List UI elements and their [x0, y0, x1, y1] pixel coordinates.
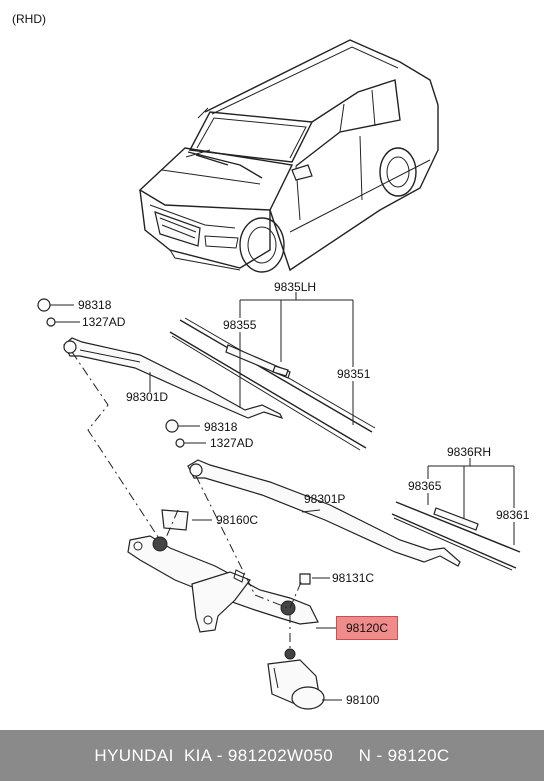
callout-1327ad-upper: 1327AD [82, 315, 126, 329]
callout-98120c-highlighted: 98120C [336, 616, 398, 640]
callout-98351: 98351 [337, 367, 371, 381]
footer-part-number-text: HYUNDAI KIA - 981202W050 N - 98120C [94, 745, 450, 765]
callout-98361: 98361 [496, 508, 530, 522]
wiper-motor-98100 [267, 648, 325, 710]
wiper-arm-98301D [37, 298, 284, 420]
parts-diagram [37, 39, 521, 710]
vehicle-illustration [138, 39, 439, 273]
callout-98301d: 98301D [126, 390, 169, 404]
callout-98301p: 98301P [304, 492, 346, 506]
callout-9835lh: 9835LH [274, 280, 317, 294]
callout-98131c: 98131C [332, 571, 375, 585]
callout-98355: 98355 [223, 318, 257, 332]
variant-label: (RHD) [12, 12, 46, 26]
callout-98365: 98365 [408, 479, 442, 493]
part-number-footer: HYUNDAI KIA - 981202W050 N - 98120C [0, 730, 544, 781]
callout-98100: 98100 [346, 693, 380, 707]
callout-98160c: 98160C [216, 513, 259, 527]
wiper-linkage-98120C [127, 509, 319, 633]
wiper-arm-98301P [165, 419, 461, 567]
assembly-guide-lines [71, 351, 303, 650]
wiper-blade-9835LH [169, 292, 376, 451]
leader-lines [50, 304, 342, 701]
wiper-blade-9836RH [391, 458, 521, 571]
callout-9836rh: 9836RH [447, 445, 492, 459]
callout-1327ad-lower: 1327AD [210, 436, 254, 450]
callout-98318-upper: 98318 [78, 298, 112, 312]
callout-98318-lower: 98318 [204, 420, 238, 434]
